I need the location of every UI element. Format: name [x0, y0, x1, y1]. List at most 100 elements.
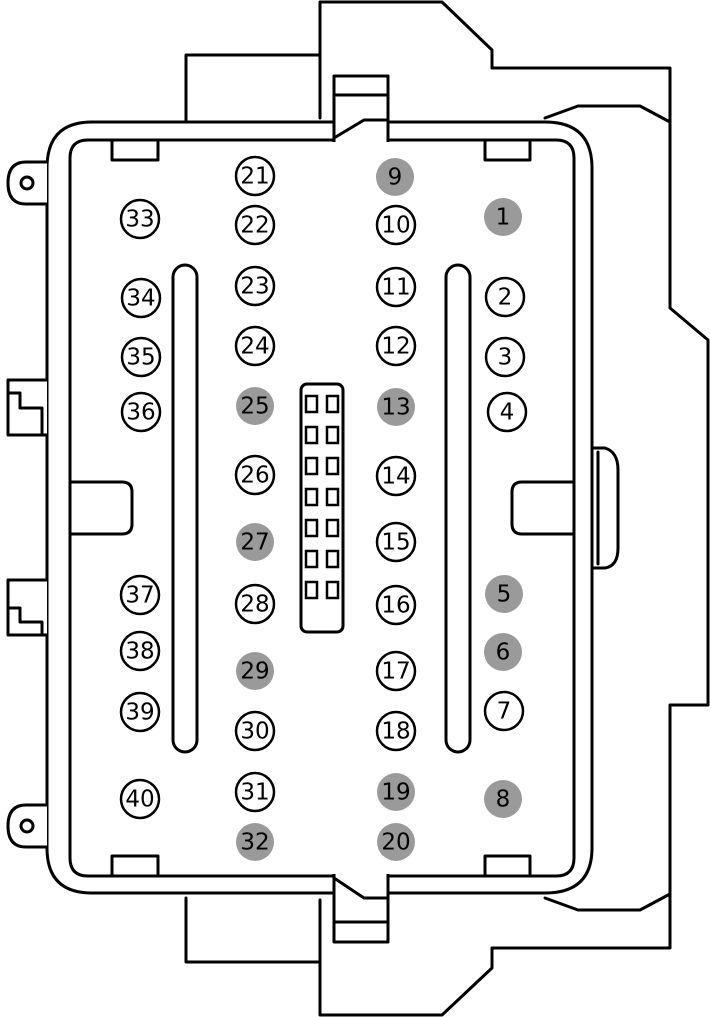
pin-used-marker — [484, 780, 522, 818]
pin-16: 16 — [375, 584, 417, 626]
terminal-cell — [325, 580, 340, 600]
pin-open-marker — [375, 584, 417, 626]
notch-bottom-left — [110, 854, 160, 877]
left-ear-bottom-hole — [19, 818, 35, 834]
top-key-detail — [332, 93, 390, 140]
pin-label: 33 — [125, 207, 154, 233]
pin-11: 11 — [375, 266, 417, 308]
pin-36: 36 — [120, 391, 162, 433]
bottom-key — [332, 874, 390, 944]
pin-34: 34 — [120, 277, 162, 319]
pin-label: 38 — [125, 639, 154, 665]
terminal-cell — [304, 580, 319, 600]
pin-label: 39 — [125, 700, 154, 726]
terminal-cell — [325, 549, 340, 569]
pin-label: 2 — [498, 285, 513, 311]
terminal-cell — [325, 518, 340, 538]
left-latch-upper-detail — [6, 391, 44, 437]
pin-39: 39 — [119, 691, 161, 733]
pin-label: 17 — [381, 659, 410, 685]
pin-open-marker — [486, 391, 528, 433]
terminal-cell — [325, 425, 340, 445]
pin-label: 40 — [125, 787, 154, 813]
rear-housing-outline — [318, 0, 710, 1017]
pin-label: 11 — [381, 275, 410, 301]
terminal-cell — [304, 456, 319, 476]
terminal-cell — [304, 549, 319, 569]
pin-used-marker — [377, 773, 415, 811]
pin-6: 6 — [484, 633, 522, 671]
pin-40: 40 — [119, 778, 161, 820]
notch-top-right — [483, 139, 532, 162]
bottom-flange — [184, 896, 322, 964]
pin-open-marker — [119, 630, 161, 672]
pin-13: 13 — [377, 388, 415, 426]
top-key — [332, 74, 390, 142]
pin-8: 8 — [484, 780, 522, 818]
pin-35: 35 — [120, 336, 162, 378]
pin-open-marker — [120, 336, 162, 378]
pin-open-marker — [375, 455, 417, 497]
pin-label: 8 — [496, 787, 511, 813]
pin-25: 25 — [236, 387, 274, 425]
terminal-cell — [325, 394, 340, 414]
pin-label: 36 — [126, 400, 155, 426]
pin-14: 14 — [375, 455, 417, 497]
right-key-slot — [510, 480, 575, 536]
pin-open-marker — [119, 198, 161, 240]
pin-38: 38 — [119, 630, 161, 672]
pin-label: 13 — [381, 395, 410, 421]
pin-27: 27 — [236, 523, 274, 561]
notch-bottom-right — [483, 854, 532, 877]
pin-label: 28 — [240, 592, 269, 618]
pin-open-marker — [234, 325, 276, 367]
pin-label: 21 — [240, 164, 269, 190]
pin-12: 12 — [375, 325, 417, 367]
pin-21: 21 — [234, 155, 276, 197]
pin-label: 14 — [381, 464, 410, 490]
terminal-cell — [304, 425, 319, 445]
right-long-slot — [444, 263, 472, 754]
pin-open-marker — [234, 155, 276, 197]
pin-label: 12 — [381, 334, 410, 360]
pin-layer: 1234567891011121314151617181920212223242… — [119, 155, 528, 861]
pin-4: 4 — [486, 391, 528, 433]
pin-used-marker — [377, 388, 415, 426]
pin-24: 24 — [234, 325, 276, 367]
pin-label: 1 — [496, 205, 511, 231]
pin-label: 32 — [240, 830, 269, 856]
pin-label: 16 — [381, 593, 410, 619]
pin-2: 2 — [484, 276, 526, 318]
pin-label: 25 — [240, 394, 269, 420]
pin-label: 5 — [497, 582, 512, 608]
pin-open-marker — [484, 336, 526, 378]
pin-open-marker — [120, 277, 162, 319]
pin-open-marker — [119, 574, 161, 616]
pin-open-marker — [375, 266, 417, 308]
pin-label: 10 — [381, 213, 410, 239]
pin-17: 17 — [375, 650, 417, 692]
left-ear-top-hole — [19, 175, 35, 191]
left-key-slot — [69, 480, 134, 536]
pin-label: 29 — [240, 659, 269, 685]
pin-open-marker — [119, 778, 161, 820]
pin-label: 23 — [240, 274, 269, 300]
right-housing-step-bottom — [543, 892, 672, 912]
pin-used-marker — [484, 633, 522, 671]
pin-label: 9 — [388, 165, 403, 191]
pin-used-marker — [376, 158, 414, 196]
pin-32: 32 — [236, 823, 274, 861]
pin-open-marker — [119, 691, 161, 733]
pin-used-marker — [485, 575, 523, 613]
pin-open-marker — [375, 325, 417, 367]
pin-label: 18 — [381, 719, 410, 745]
pin-used-marker — [236, 823, 274, 861]
pin-label: 3 — [498, 345, 513, 371]
pin-open-marker — [234, 454, 276, 496]
center-terminal-cells — [304, 394, 340, 600]
pin-19: 19 — [377, 773, 415, 811]
pin-label: 20 — [381, 830, 410, 856]
left-latch-lower-detail — [6, 606, 44, 637]
